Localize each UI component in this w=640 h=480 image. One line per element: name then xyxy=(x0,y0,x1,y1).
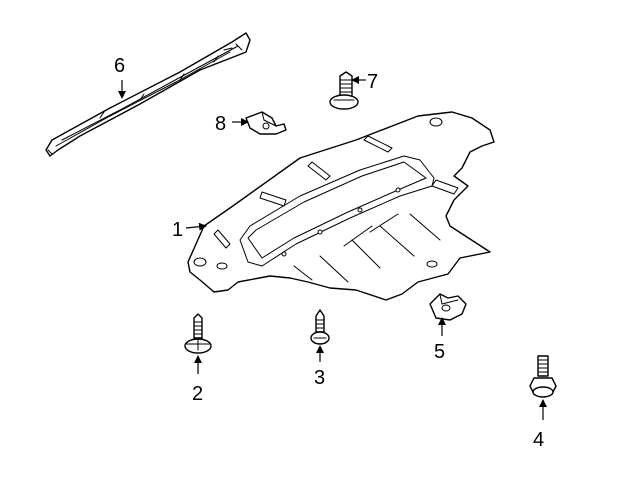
part-8-bracket[interactable] xyxy=(245,111,287,135)
leader-1 xyxy=(185,222,207,231)
part-5-bracket[interactable] xyxy=(429,293,467,321)
part-4-bolt[interactable] xyxy=(529,355,557,398)
callout-2: 2 xyxy=(192,383,203,405)
callout-7: 7 xyxy=(367,71,378,93)
callout-4: 4 xyxy=(533,429,544,451)
part-6-rail[interactable] xyxy=(45,32,251,157)
callout-3: 3 xyxy=(314,367,325,389)
callout-8: 8 xyxy=(215,113,226,135)
part-7-clip[interactable] xyxy=(329,71,359,110)
part-2-bolt[interactable] xyxy=(184,313,212,354)
part-3-push-pin[interactable] xyxy=(310,309,330,345)
part-1-splash-shield[interactable] xyxy=(187,111,495,301)
callout-5: 5 xyxy=(434,341,445,363)
callout-6: 6 xyxy=(114,55,125,77)
callout-1: 1 xyxy=(172,219,183,241)
